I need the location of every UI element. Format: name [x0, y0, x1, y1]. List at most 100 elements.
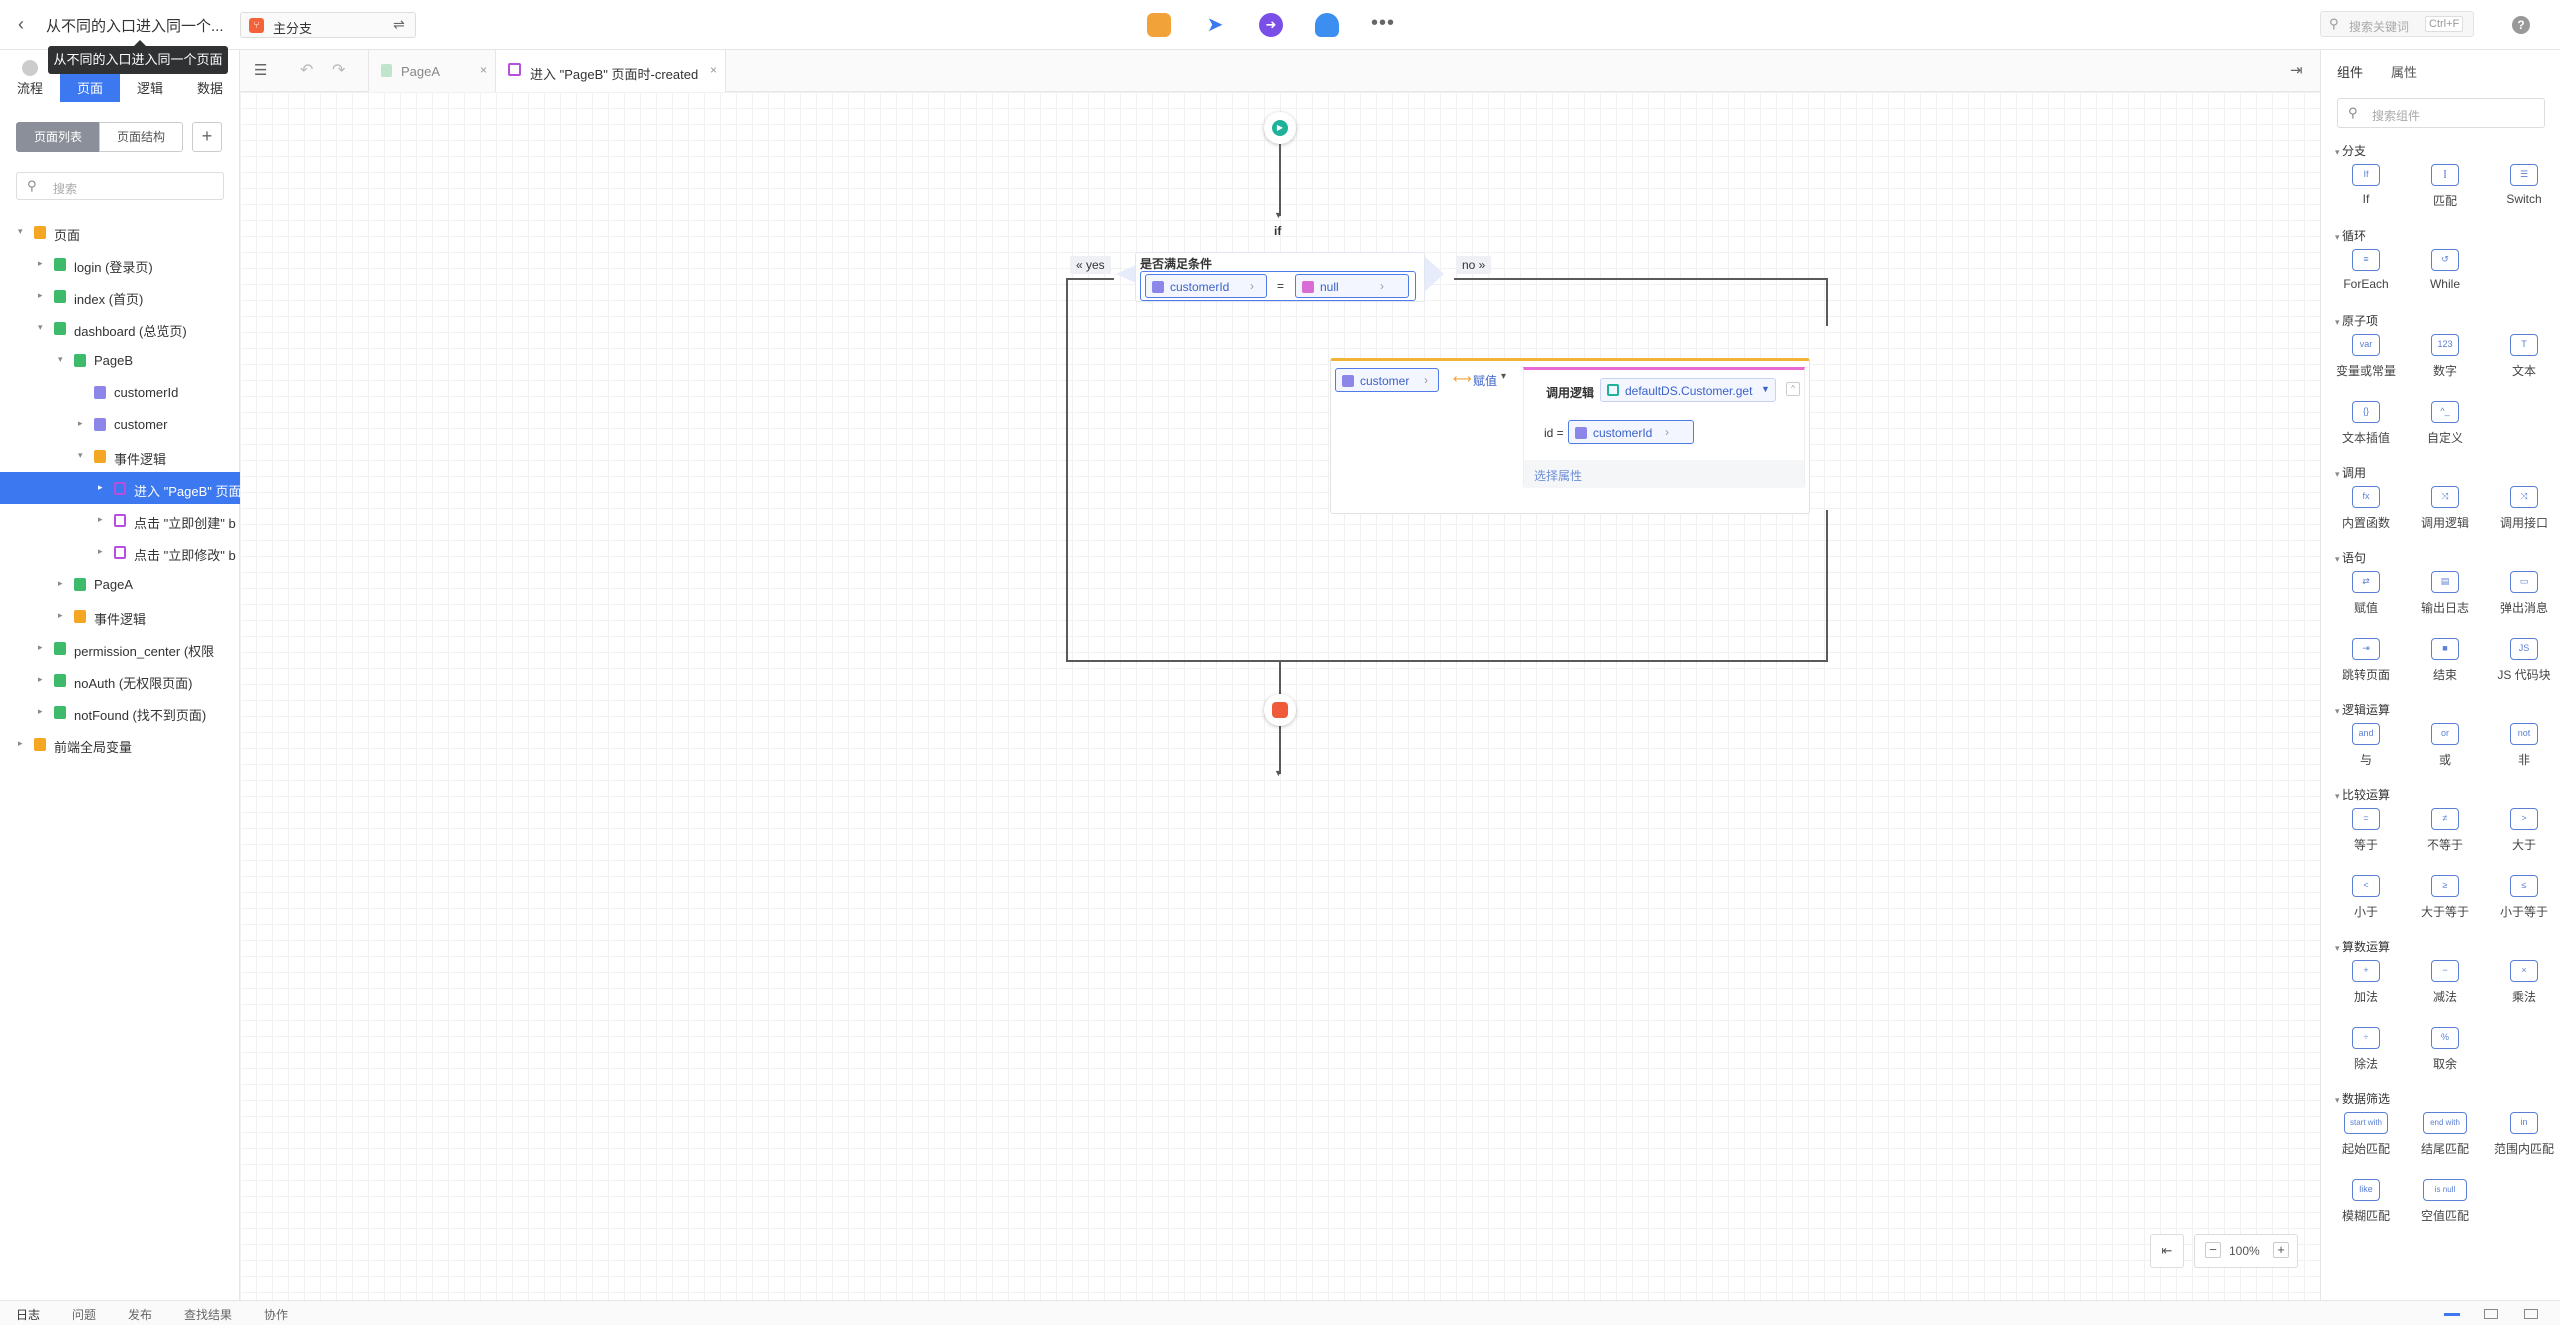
component-item[interactable]: ⫿匹配	[2410, 164, 2480, 209]
tree-item[interactable]: customerId	[0, 376, 240, 408]
close-icon[interactable]: ×	[709, 63, 717, 77]
help-icon[interactable]: ?	[2512, 16, 2530, 34]
branch-selector[interactable]: ⑂ 主分支 ⇌	[240, 12, 416, 38]
left-operand[interactable]: customerId ›	[1145, 274, 1267, 298]
undo-icon[interactable]: ↶	[300, 62, 314, 79]
tree-item[interactable]: ▸进入 "PageB" 页面	[0, 472, 240, 504]
tree-item[interactable]: ▸事件逻辑	[0, 600, 240, 632]
app-title[interactable]: 从不同的入口进入同一个...	[46, 18, 224, 35]
zoom-out-button[interactable]: −	[2205, 1242, 2221, 1258]
section-title[interactable]: 比较运算	[2335, 786, 2390, 803]
tree-item[interactable]: ▾页面	[0, 216, 240, 248]
assign-block[interactable]: customer › ⟷ 赋值 ▾ 调用逻辑 defaultDS.Custome…	[1330, 358, 1810, 514]
section-title[interactable]: 数据筛选	[2335, 1090, 2390, 1107]
tab-publish[interactable]: 发布	[128, 1308, 153, 1322]
condition-expression[interactable]: customerId › = null ›	[1140, 271, 1416, 301]
component-item[interactable]: ⇄赋值	[2331, 571, 2401, 616]
call-logic-block[interactable]: 调用逻辑 defaultDS.Customer.get ▼ ^ id = cus…	[1523, 367, 1805, 488]
back-icon[interactable]: ‹	[18, 14, 24, 34]
chevron-down-icon[interactable]: ▾	[78, 450, 83, 460]
component-item[interactable]: ☰Switch	[2489, 164, 2559, 206]
component-item[interactable]: ■结束	[2410, 638, 2480, 683]
tree-item[interactable]: ▸customer	[0, 408, 240, 440]
chevron-right-icon[interactable]: ▸	[58, 578, 63, 588]
redo-icon[interactable]: ↷	[332, 62, 346, 79]
close-icon[interactable]: ×	[479, 63, 487, 77]
tree-item[interactable]: ▸前端全局变量	[0, 728, 240, 760]
tree-item[interactable]: ▸index (首页)	[0, 280, 240, 312]
chevron-right-icon[interactable]: ▸	[58, 610, 63, 620]
tab-data[interactable]: 数据	[180, 50, 240, 102]
chevron-right-icon[interactable]: ▸	[98, 514, 103, 524]
chevron-right-icon[interactable]: ▸	[18, 738, 23, 748]
tab-pageb-created[interactable]: 进入 "PageB" 页面时-created ×	[496, 50, 726, 92]
start-node[interactable]: ▶	[1264, 112, 1296, 144]
tab-pagea[interactable]: PageA ×	[368, 50, 496, 92]
chevron-right-icon[interactable]: ▸	[98, 482, 103, 492]
tab-components[interactable]: 组件	[2337, 65, 2364, 80]
end-node[interactable]	[1264, 694, 1296, 726]
more-icon[interactable]: •••	[1371, 12, 1396, 34]
component-item[interactable]: {}文本插值	[2331, 401, 2401, 446]
tree-item[interactable]: ▾事件逻辑	[0, 440, 240, 472]
tab-issues[interactable]: 问题	[72, 1308, 97, 1322]
tab-properties[interactable]: 属性	[2391, 65, 2418, 80]
component-item[interactable]: +加法	[2331, 960, 2401, 1005]
chevron-down-icon[interactable]: ▾	[38, 322, 43, 332]
cloud-icon[interactable]	[1315, 13, 1339, 37]
tree-item[interactable]: ▸login (登录页)	[0, 248, 240, 280]
chevron-right-icon[interactable]: ▸	[98, 546, 103, 556]
fit-view-button[interactable]: ⇤	[2150, 1234, 2184, 1268]
layout-split-icon[interactable]	[2484, 1309, 2498, 1319]
tree-item[interactable]: ▸permission_center (权限	[0, 632, 240, 664]
component-search-input[interactable]: ⚲ 搜索组件	[2337, 98, 2545, 128]
tab-logic[interactable]: 逻辑	[120, 50, 180, 102]
chevron-right-icon[interactable]: ▸	[38, 258, 43, 268]
right-operand[interactable]: null ›	[1295, 274, 1409, 298]
section-title[interactable]: 调用	[2335, 464, 2366, 481]
component-item[interactable]: ≠不等于	[2410, 808, 2480, 853]
section-title[interactable]: 循环	[2335, 227, 2366, 244]
component-item[interactable]: ⤨调用接口	[2489, 486, 2559, 531]
tab-collaboration[interactable]: 协作	[264, 1308, 289, 1322]
section-title[interactable]: 分支	[2335, 142, 2366, 159]
tab-search-results[interactable]: 查找结果	[184, 1308, 233, 1322]
component-item[interactable]: ▤输出日志	[2410, 571, 2480, 616]
chevron-right-icon[interactable]: ▸	[38, 290, 43, 300]
tab-flow[interactable]: 流程	[0, 50, 60, 102]
condition-block[interactable]: 是否满足条件 customerId › = null ›	[1135, 252, 1425, 302]
global-search[interactable]: ⚲ 搜索关键词 Ctrl+F	[2320, 11, 2474, 37]
section-title[interactable]: 逻辑运算	[2335, 701, 2390, 718]
zoom-in-button[interactable]: +	[2273, 1242, 2289, 1258]
dropdown-icon[interactable]: ▾	[1501, 371, 1507, 382]
chevron-right-icon[interactable]: ▸	[38, 674, 43, 684]
component-item[interactable]: ≡ForEach	[2331, 249, 2401, 291]
tree-item[interactable]: ▸点击 "立即修改" b	[0, 536, 240, 568]
tree-item[interactable]: ▸noAuth (无权限页面)	[0, 664, 240, 696]
component-item[interactable]: %取余	[2410, 1027, 2480, 1072]
component-item[interactable]: ≤小于等于	[2489, 875, 2559, 920]
section-title[interactable]: 算数运算	[2335, 938, 2390, 955]
tree-item[interactable]: ▸PageA	[0, 568, 240, 600]
component-item[interactable]: <小于	[2331, 875, 2401, 920]
component-item[interactable]: ÷除法	[2331, 1027, 2401, 1072]
expand-panel-icon[interactable]: ⇥	[2290, 62, 2303, 79]
chevron-down-icon[interactable]: ▾	[58, 354, 63, 364]
component-item[interactable]: >大于	[2489, 808, 2559, 853]
layout-bottom-icon[interactable]	[2444, 1313, 2460, 1316]
chevron-right-icon[interactable]: ▸	[78, 418, 83, 428]
param-value[interactable]: customerId ›	[1568, 420, 1694, 444]
section-title[interactable]: 原子项	[2335, 312, 2378, 329]
component-item[interactable]: ▭弹出消息	[2489, 571, 2559, 616]
tree-item[interactable]: ▾dashboard (总览页)	[0, 312, 240, 344]
